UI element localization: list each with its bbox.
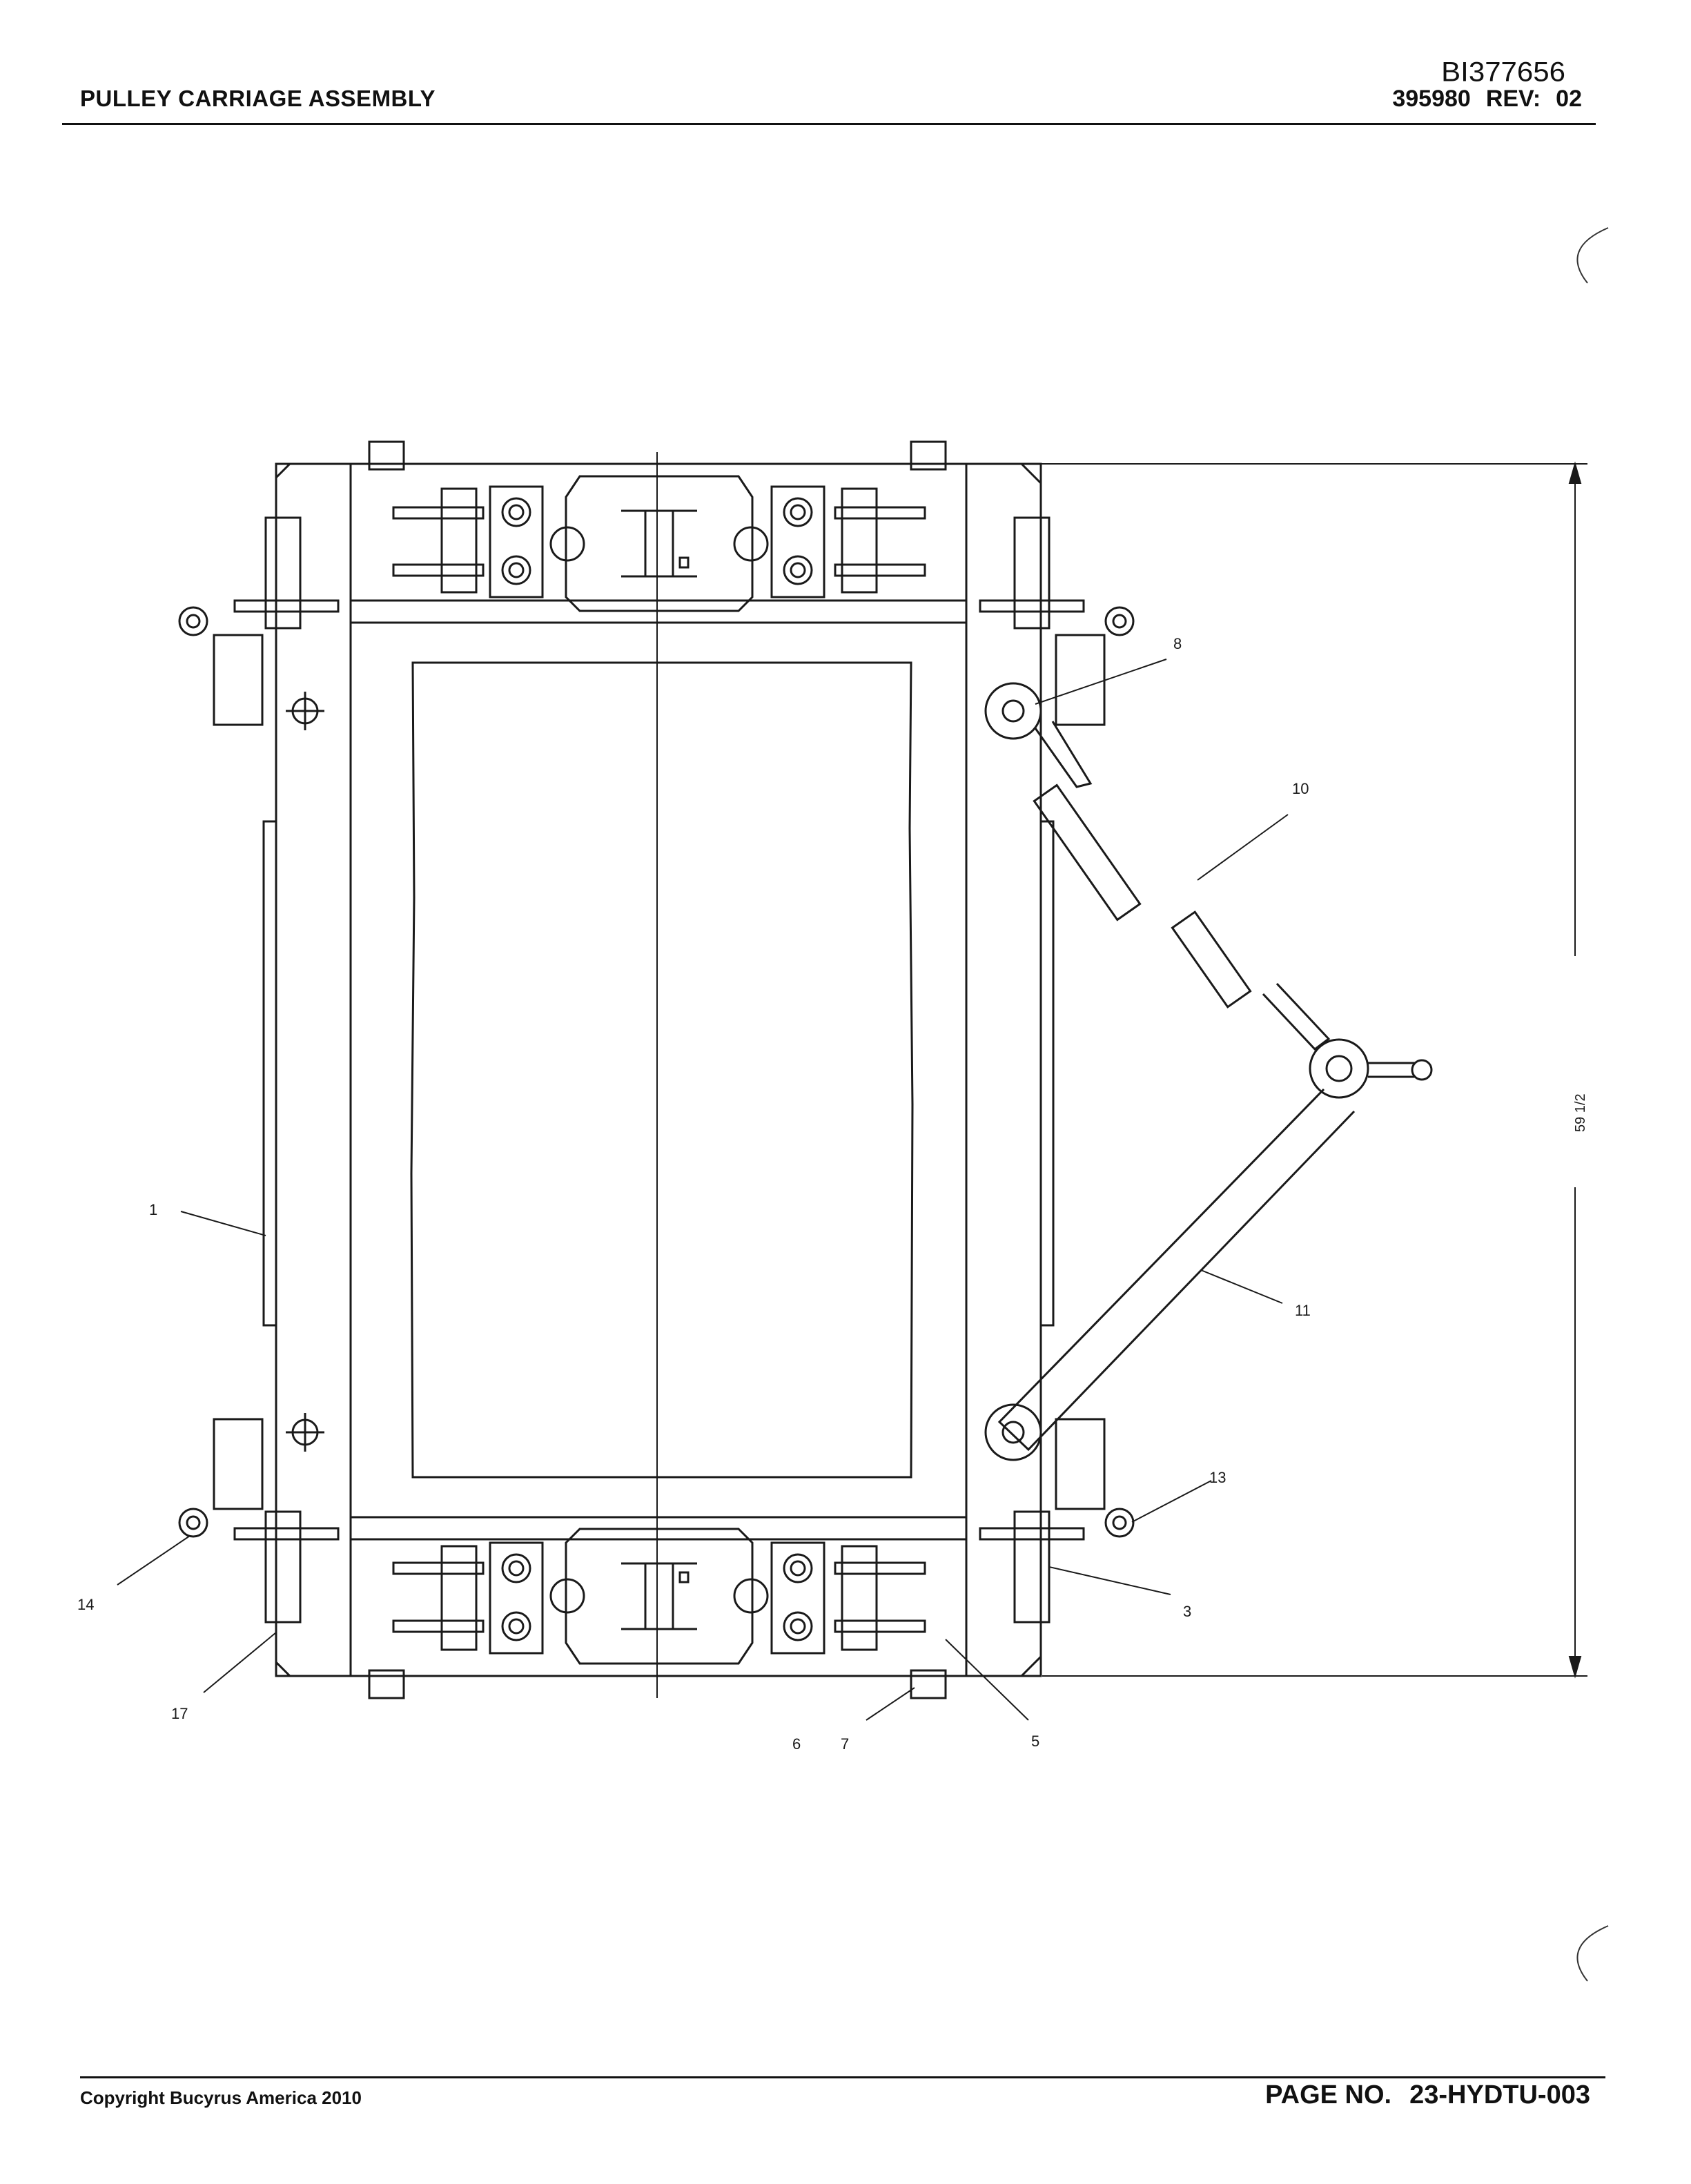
top-bearing-block (392, 475, 926, 612)
leader-lines (117, 659, 1289, 1721)
turnbuckle-assembly (984, 682, 1433, 1099)
callout-11: 11 (1295, 1302, 1311, 1319)
callout-8: 8 (1173, 635, 1182, 652)
carriage-frame (275, 462, 1042, 1677)
overall-dimension (1032, 461, 1587, 1679)
callout-7: 7 (841, 1735, 849, 1753)
callout-6: 6 (792, 1735, 801, 1753)
part-number: 395980 (1392, 86, 1471, 112)
callout-1: 1 (149, 1201, 157, 1218)
page-number: PAGE NO. 23-HYDTU-003 (1265, 2080, 1590, 2110)
callout-17: 17 (171, 1705, 188, 1722)
dimension-label: 59 1/2 (1573, 1093, 1588, 1132)
callout-5: 5 (1031, 1733, 1039, 1750)
bottom-cross-beam (349, 1516, 968, 1677)
part-revision: 395980 REV: 02 (1392, 86, 1582, 113)
strut-arm (984, 1088, 1356, 1461)
callout-3: 3 (1183, 1603, 1191, 1620)
drawing-title: PULLEY CARRIAGE ASSEMBLY (80, 86, 436, 111)
callout-10: 10 (1292, 780, 1309, 797)
rev-value: 02 (1556, 86, 1582, 112)
page-label: PAGE NO. (1265, 2080, 1392, 2109)
document-number: BI377656 (1441, 56, 1565, 87)
rev-label: REV: (1485, 86, 1541, 112)
footer-rule (80, 2076, 1605, 2078)
pulley-drum (410, 661, 914, 1479)
top-cross-beam (349, 462, 968, 624)
bottom-bearing-block (392, 1528, 926, 1665)
right-side-rail (965, 462, 1042, 1677)
callout-14: 14 (77, 1596, 94, 1613)
page-value: 23-HYDTU-003 (1409, 2080, 1590, 2109)
binder-marks (1576, 227, 1609, 1982)
left-side-rail (275, 462, 352, 1677)
header-rule (62, 123, 1596, 125)
callout-13: 13 (1209, 1469, 1226, 1486)
copyright-notice: Copyright Bucyrus America 2010 (80, 2087, 362, 2108)
